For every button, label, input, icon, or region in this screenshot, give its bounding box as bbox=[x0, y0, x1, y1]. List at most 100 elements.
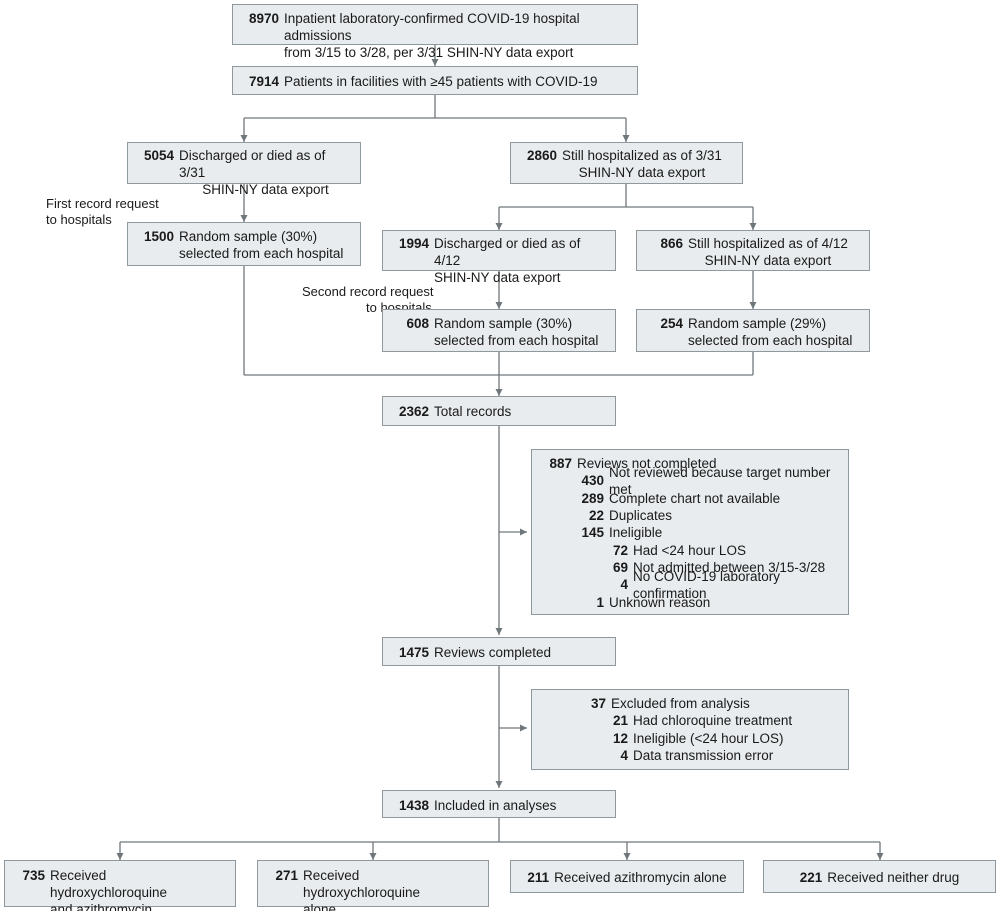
label-line: selected from each hospital bbox=[434, 333, 599, 348]
count: 37 bbox=[590, 696, 606, 712]
label: Had chloroquine treatment bbox=[633, 713, 793, 729]
count: 866 bbox=[660, 236, 683, 251]
count: 4 bbox=[620, 577, 628, 593]
label-line: Random sample (30%) bbox=[434, 316, 573, 331]
count: 1438 bbox=[398, 798, 429, 813]
box-admissions: 8970 Inpatient laboratory-confirmed COVI… bbox=[232, 4, 638, 60]
detail-item: 145 Ineligible bbox=[540, 524, 840, 541]
label-line: Received hydroxychloroquine bbox=[303, 868, 421, 900]
label: Unknown reason bbox=[609, 594, 711, 610]
label: Had <24 hour LOS bbox=[633, 542, 746, 558]
box-hcq-and-azithromycin: 735 Received hydroxychloroquine and azit… bbox=[4, 860, 236, 911]
box-sample-608: 608 Random sample (30%) selected from ea… bbox=[382, 309, 616, 352]
box-total-records: 2362 Total records bbox=[382, 396, 616, 426]
count: 2860 bbox=[526, 148, 557, 163]
label: Received neither drug bbox=[827, 870, 960, 885]
count: 608 bbox=[406, 316, 429, 331]
label-line: Random sample (29%) bbox=[688, 316, 827, 331]
count: 271 bbox=[275, 868, 298, 883]
label-line: selected from each hospital bbox=[179, 246, 344, 261]
label: Reviews completed bbox=[434, 645, 552, 660]
label-line: SHIN-NY data export bbox=[434, 270, 561, 285]
detail-item: 1 Unknown reason bbox=[540, 593, 840, 610]
count: 4 bbox=[620, 748, 628, 764]
detail-item: 21 Had chloroquine treatment bbox=[540, 712, 840, 729]
count: 12 bbox=[612, 730, 628, 746]
detail-subitem: 69 Not admitted between 3/15-3/28 bbox=[540, 559, 840, 576]
box-hospitalized-4-12: 866 Still hospitalized as of 4/12 SHIN-N… bbox=[636, 230, 870, 271]
label-line: SHIN-NY data export bbox=[578, 165, 706, 180]
count: 1500 bbox=[143, 229, 174, 244]
label: Complete chart not available bbox=[609, 490, 781, 506]
count: 430 bbox=[581, 473, 604, 489]
box-hcq-alone: 271 Received hydroxychloroquine alone bbox=[257, 860, 489, 911]
label-line: Discharged or died as of 4/12 bbox=[434, 236, 581, 268]
label: Excluded from analysis bbox=[611, 696, 750, 712]
box-neither-drug: 221 Received neither drug bbox=[763, 860, 996, 893]
count: 8970 bbox=[248, 11, 279, 26]
count: 7914 bbox=[248, 74, 279, 89]
label-line: SHIN-NY data export bbox=[202, 182, 329, 197]
detail-item: 4 Data transmission error bbox=[540, 747, 840, 764]
label: Not admitted between 3/15-3/28 bbox=[633, 559, 826, 575]
box-discharged-3-31: 5054 Discharged or died as of 3/31 SHIN-… bbox=[127, 142, 361, 197]
label: No COVID-19 laboratory confirmation bbox=[633, 568, 781, 601]
box-excluded-from-analysis: 37 Excluded from analysis 21 Had chloroq… bbox=[531, 689, 849, 770]
detail-subitem: 72 Had <24 hour LOS bbox=[540, 541, 840, 558]
detail-item: 12 Ineligible (<24 hour LOS) bbox=[540, 730, 840, 747]
box-hospitalized-3-31: 2860 Still hospitalized as of 3/31 SHIN-… bbox=[510, 142, 743, 184]
detail-subitem: 4 No COVID-19 laboratory confirmation bbox=[540, 569, 840, 601]
count: 22 bbox=[588, 508, 604, 524]
detail-heading: 37 Excluded from analysis bbox=[540, 695, 840, 712]
count: 21 bbox=[612, 713, 628, 729]
count: 145 bbox=[581, 525, 604, 541]
detail-heading: 887 Reviews not completed bbox=[540, 455, 840, 472]
count: 5054 bbox=[143, 148, 174, 163]
box-reviews-not-completed: 887 Reviews not completed 430 Not review… bbox=[531, 449, 849, 615]
count: 69 bbox=[612, 559, 628, 575]
label-line: Random sample (30%) bbox=[179, 229, 318, 244]
count: 2362 bbox=[398, 404, 429, 419]
note-first-record-request: First record request to hospitals bbox=[46, 196, 159, 228]
label: Ineligible bbox=[609, 525, 663, 541]
box-sample-254: 254 Random sample (29%) selected from ea… bbox=[636, 309, 870, 352]
label-line: selected from each hospital bbox=[688, 333, 853, 348]
count: 887 bbox=[549, 456, 572, 472]
box-facilities: 7914 Patients in facilities with ≥45 pat… bbox=[232, 66, 638, 95]
note-line: First record request bbox=[46, 196, 159, 211]
box-discharged-4-12: 1994 Discharged or died as of 4/12 SHIN-… bbox=[382, 230, 616, 285]
label-line: Still hospitalized as of 4/12 bbox=[688, 236, 848, 251]
label-line: alone bbox=[303, 902, 337, 911]
count: 254 bbox=[660, 316, 683, 331]
count: 289 bbox=[581, 490, 604, 506]
label: Duplicates bbox=[609, 508, 673, 524]
label: Not reviewed because target number met bbox=[609, 464, 831, 497]
count: 1994 bbox=[398, 236, 429, 251]
label-line: Received hydroxychloroquine bbox=[50, 868, 168, 900]
label-line: SHIN-NY data export bbox=[704, 253, 832, 268]
count: 72 bbox=[612, 542, 628, 558]
note-line: Second record request bbox=[302, 284, 434, 299]
count: 211 bbox=[527, 870, 550, 885]
count: 735 bbox=[22, 868, 45, 883]
detail-item: 289 Complete chart not available bbox=[540, 490, 840, 507]
label: Reviews not completed bbox=[577, 456, 717, 472]
label-line: Inpatient laboratory-confirmed COVID-19 … bbox=[284, 11, 580, 43]
box-included-in-analyses: 1438 Included in analyses bbox=[382, 790, 616, 818]
label: Data transmission error bbox=[633, 748, 774, 764]
count: 1475 bbox=[398, 645, 429, 660]
note-line: to hospitals bbox=[46, 212, 112, 227]
detail-item: 22 Duplicates bbox=[540, 507, 840, 524]
label: Ineligible (<24 hour LOS) bbox=[633, 730, 784, 746]
box-azithromycin-alone: 211 Received azithromycin alone bbox=[510, 860, 744, 893]
label-line: Still hospitalized as of 3/31 bbox=[562, 148, 722, 163]
label-line: from 3/15 to 3/28, per 3/31 SHIN-NY data… bbox=[284, 45, 574, 60]
label: Received azithromycin alone bbox=[554, 870, 727, 885]
detail-item: 430 Not reviewed because target number m… bbox=[540, 465, 840, 497]
label-line: and azithromycin bbox=[50, 902, 153, 911]
box-reviews-completed: 1475 Reviews completed bbox=[382, 637, 616, 666]
count: 1 bbox=[596, 594, 604, 610]
label: Included in analyses bbox=[434, 798, 557, 813]
